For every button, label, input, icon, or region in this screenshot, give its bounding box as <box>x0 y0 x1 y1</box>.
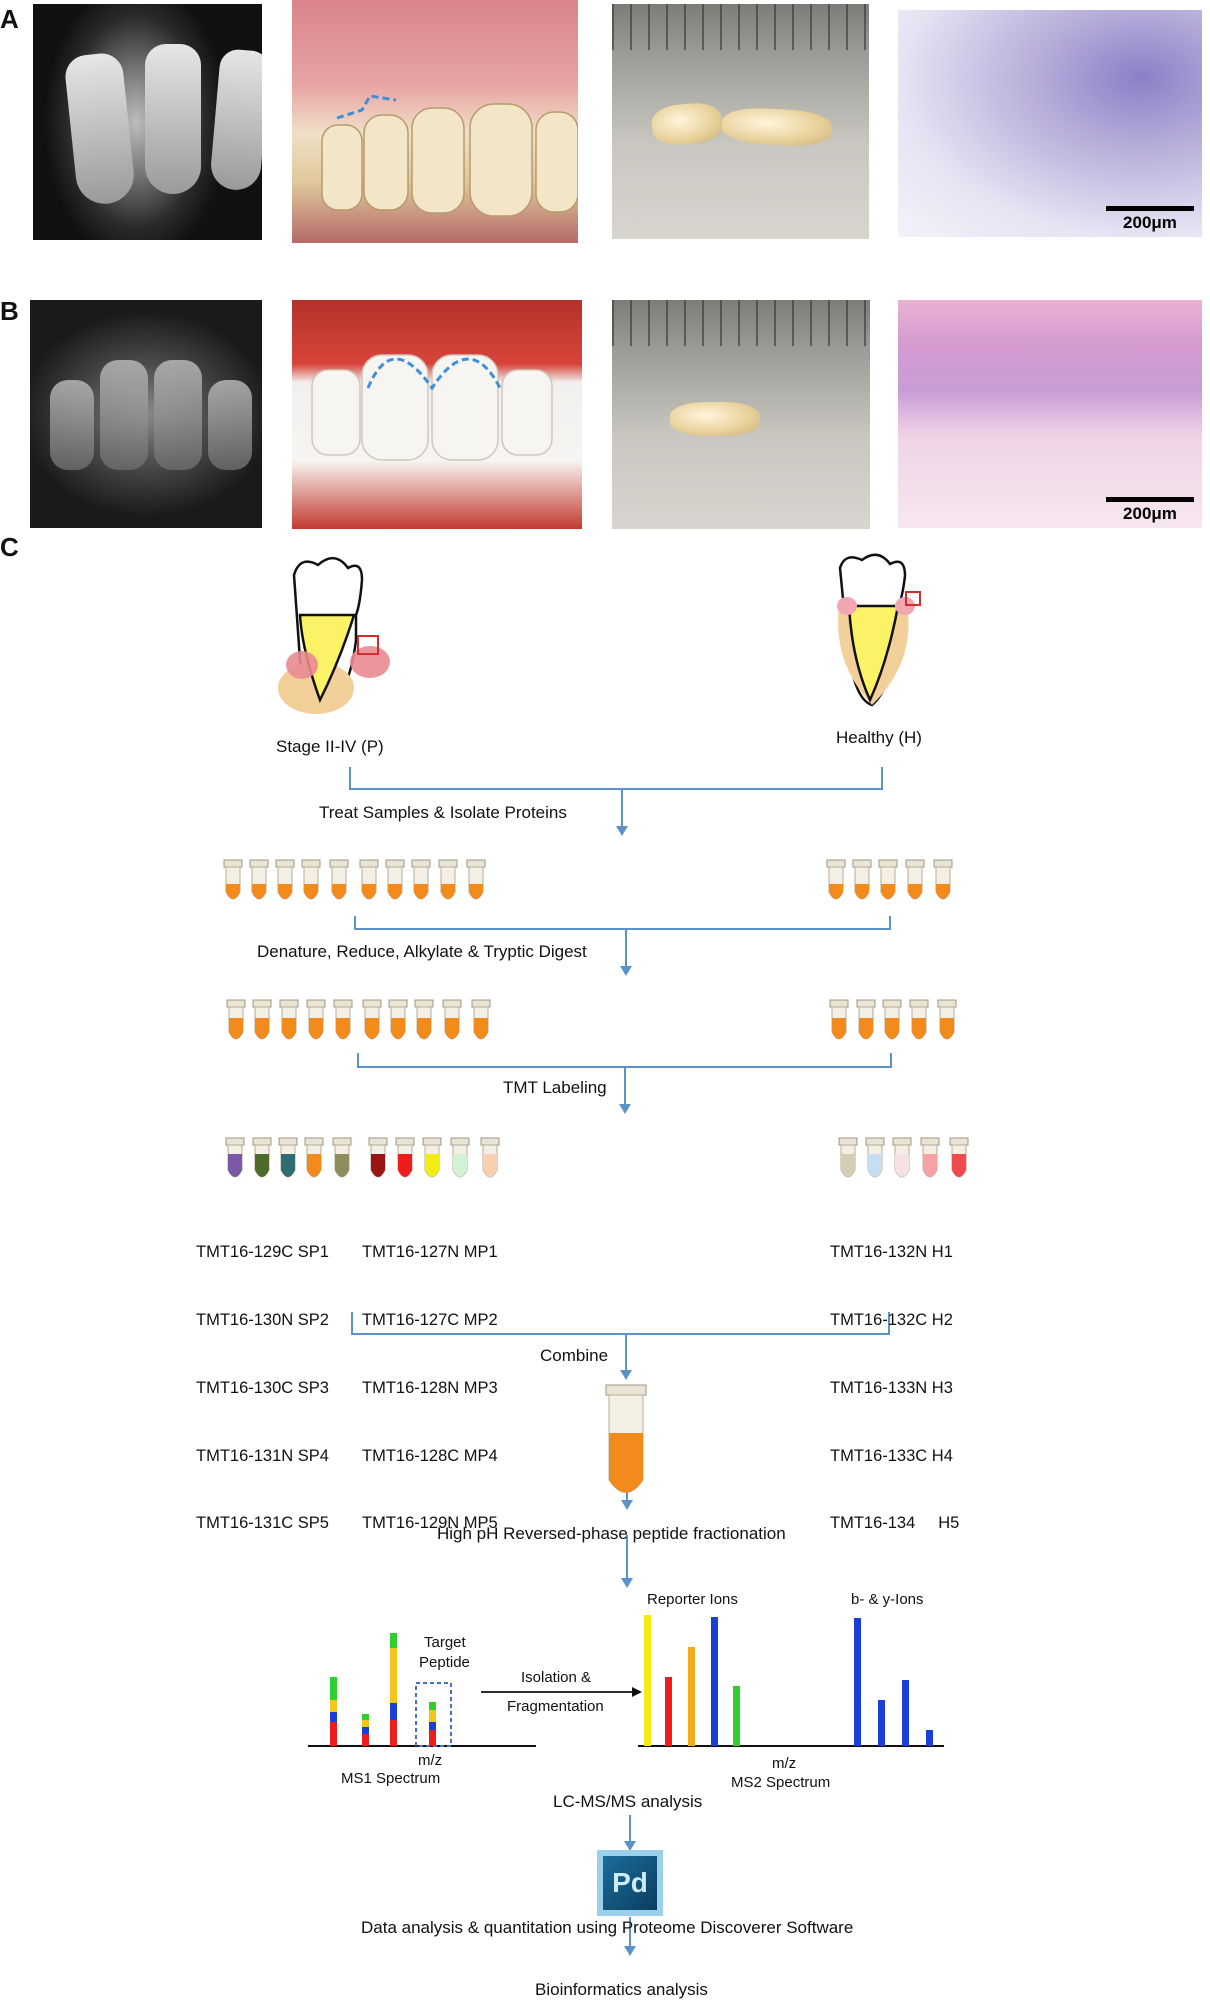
ms1-axis-label: m/z <box>418 1752 443 1769</box>
label-h-4: TMT16-133C H4 <box>830 1446 953 1465</box>
ms1-title: MS1 Spectrum <box>341 1770 441 1787</box>
label-mp-3: TMT16-128N MP3 <box>362 1378 498 1397</box>
panel-b-histology: 200μm <box>898 300 1202 528</box>
panel-letter-c: C <box>0 532 19 562</box>
panel-letter-b: B <box>0 296 19 326</box>
label-mp-1: TMT16-127N MP1 <box>362 1243 498 1262</box>
periodontitis-tooth-icon <box>278 557 390 714</box>
ms2-title: MS2 Spectrum <box>731 1774 831 1791</box>
step-lcms: LC-MS/MS analysis <box>553 1792 703 1811</box>
pd-logo-text: Pd <box>603 1856 657 1910</box>
label-sp-4: TMT16-131N SP4 <box>196 1446 329 1465</box>
step-fractionation: High pH Reversed-phase peptide fractiona… <box>437 1524 786 1543</box>
panel-a-radiograph <box>33 4 262 240</box>
label-h-3: TMT16-133N H3 <box>830 1378 953 1397</box>
step-tmt-labeling: TMT Labeling <box>503 1078 607 1097</box>
step-bioinformatics: Bioinformatics analysis <box>535 1980 708 1999</box>
group-label-healthy: Healthy (H) <box>836 728 922 747</box>
group-label-periodontitis: Stage II-IV (P) <box>276 737 384 756</box>
tmt-labels-mp: TMT16-127N MP1 TMT16-127C MP2 TMT16-128N… <box>362 1196 498 1558</box>
label-h-5: TMT16-134 H5 <box>830 1514 960 1533</box>
panel-b-excised-tissue-photo <box>612 300 870 529</box>
tmt-labels-sp: TMT16-129C SP1 TMT16-130N SP2 TMT16-130C… <box>196 1196 329 1558</box>
by-ions-label: b- & y-Ions <box>851 1591 924 1608</box>
ms1-spectrum-chart <box>308 1633 536 1747</box>
tmt-labels-h: TMT16-132N H1 TMT16-132C H2 TMT16-133N H… <box>830 1196 959 1558</box>
label-h-2: TMT16-132C H2 <box>830 1310 953 1329</box>
ms2-spectrum-chart <box>638 1615 944 1747</box>
tube-row-2-left <box>226 999 491 1040</box>
step-combine: Combine <box>540 1346 609 1365</box>
tmt-labeled-tubes-right <box>838 1137 969 1178</box>
isolation-label: Isolation & <box>521 1669 592 1686</box>
label-sp-1: TMT16-129C SP1 <box>196 1243 329 1262</box>
label-mp-2: TMT16-127C MP2 <box>362 1310 498 1329</box>
panel-a-clinical-photo <box>292 0 578 243</box>
panel-a-excised-tissue-photo <box>612 4 869 239</box>
step-treat-samples: Treat Samples & Isolate Proteins <box>319 803 567 822</box>
scale-bar-b: 200μm <box>1106 497 1194 524</box>
label-sp-3: TMT16-130C SP3 <box>196 1378 329 1397</box>
panel-letter-a: A <box>0 4 19 34</box>
label-mp-4: TMT16-128C MP4 <box>362 1446 498 1465</box>
ms1-target-label: Target <box>424 1634 466 1651</box>
ms2-axis-label: m/z <box>772 1755 797 1772</box>
label-sp-2: TMT16-130N SP2 <box>196 1310 329 1329</box>
proteome-discoverer-icon: Pd <box>597 1850 663 1916</box>
tmt-labeled-tubes-left <box>225 1137 500 1178</box>
fragmentation-label: Fragmentation <box>507 1698 604 1715</box>
label-mp-5: TMT16-129N MP5 <box>362 1514 498 1533</box>
combined-tube-icon <box>605 1384 647 1493</box>
panel-b-radiograph <box>30 300 262 528</box>
step-digest: Denature, Reduce, Alkylate & Tryptic Dig… <box>257 942 587 961</box>
ms1-peptide-label: Peptide <box>419 1654 470 1671</box>
tube-row-1-right <box>826 859 953 900</box>
panel-b-clinical-photo <box>292 300 582 529</box>
reporter-ions-label: Reporter Ions <box>647 1591 738 1608</box>
label-sp-5: TMT16-131C SP5 <box>196 1514 329 1533</box>
panel-a-histology: 200μm <box>898 10 1202 237</box>
tube-row-2-right <box>829 999 957 1040</box>
step-data-analysis: Data analysis & quantitation using Prote… <box>361 1918 854 1937</box>
scale-bar-a: 200μm <box>1106 206 1194 233</box>
tube-row-1-left <box>223 859 486 900</box>
label-h-1: TMT16-132N H1 <box>830 1243 953 1262</box>
healthy-tooth-icon <box>837 553 921 707</box>
